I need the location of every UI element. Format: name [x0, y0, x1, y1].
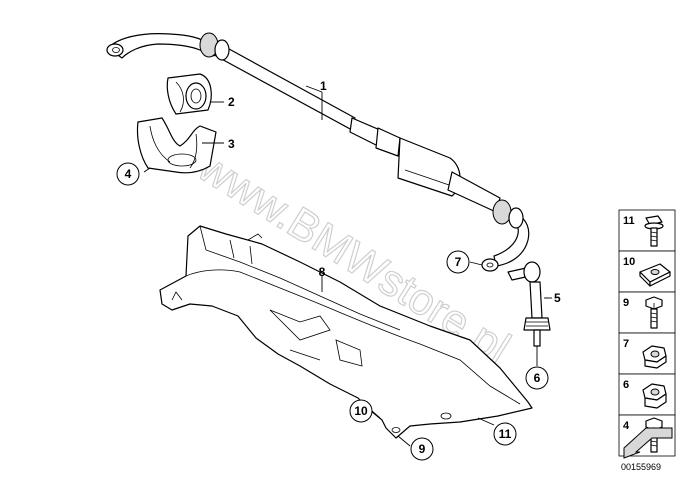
legend-item-9[interactable]: 9: [618, 291, 676, 334]
callout-5[interactable]: 5: [544, 291, 561, 305]
fastener-legend: 11 10 9: [618, 209, 676, 457]
callout-label-5: 5: [554, 291, 561, 305]
legend-number-10: 10: [623, 256, 635, 268]
legend-item-10[interactable]: 10: [618, 250, 676, 293]
callout-label-1: 1: [320, 79, 327, 93]
callout-10[interactable]: 10: [349, 399, 373, 423]
legend-number-6: 6: [623, 379, 629, 391]
callout-label-2: 2: [228, 95, 235, 109]
callout-label-6: 6: [534, 371, 541, 385]
flange-bolt-icon: [644, 215, 664, 247]
callout-label-8: 8: [319, 265, 326, 279]
diagram-number: 00155969: [621, 462, 661, 472]
callout-label-7: 7: [455, 255, 462, 269]
legend-item-11[interactable]: 11: [618, 209, 676, 252]
underbody-cover[interactable]: [159, 225, 533, 439]
callout-3[interactable]: 3: [228, 137, 235, 151]
legend-number-7: 7: [623, 338, 629, 350]
clip-nut-icon: [639, 263, 671, 287]
callout-1[interactable]: 1: [320, 79, 327, 93]
rubber-mounting[interactable]: [166, 73, 212, 115]
callout-label-11: 11: [499, 427, 512, 441]
callout-label-9: 9: [419, 442, 426, 456]
self-locking-nut-icon: [642, 345, 667, 369]
callout-8[interactable]: 8: [319, 265, 326, 279]
stabilizer-link[interactable]: [507, 261, 551, 347]
hex-nut-icon: [642, 383, 667, 409]
callout-7[interactable]: 7: [446, 250, 470, 274]
bar-bushing-left[interactable]: [199, 32, 230, 61]
legend-number-4: 4: [623, 420, 630, 432]
callout-9[interactable]: 9: [410, 437, 434, 461]
callout-6[interactable]: 6: [525, 366, 549, 390]
callout-4[interactable]: 4: [116, 162, 140, 186]
legend-number-11: 11: [623, 215, 635, 227]
stabilizer-bracket[interactable]: [136, 117, 217, 174]
leader-lines: [143, 85, 548, 447]
callout-2[interactable]: 2: [228, 95, 235, 109]
callout-label-3: 3: [228, 137, 235, 151]
stabilizer-bar[interactable]: [106, 33, 530, 272]
bar-bushing-right[interactable]: [492, 199, 524, 229]
callout-label-4: 4: [125, 167, 132, 181]
direction-arrow-icon: [623, 427, 673, 459]
hex-bolt-icon: [645, 296, 663, 329]
legend-item-6[interactable]: 6: [618, 373, 676, 416]
legend-item-7[interactable]: 7: [618, 332, 676, 375]
callout-label-10: 10: [354, 404, 368, 418]
callout-11[interactable]: 11: [493, 422, 517, 446]
legend-number-9: 9: [623, 297, 629, 309]
